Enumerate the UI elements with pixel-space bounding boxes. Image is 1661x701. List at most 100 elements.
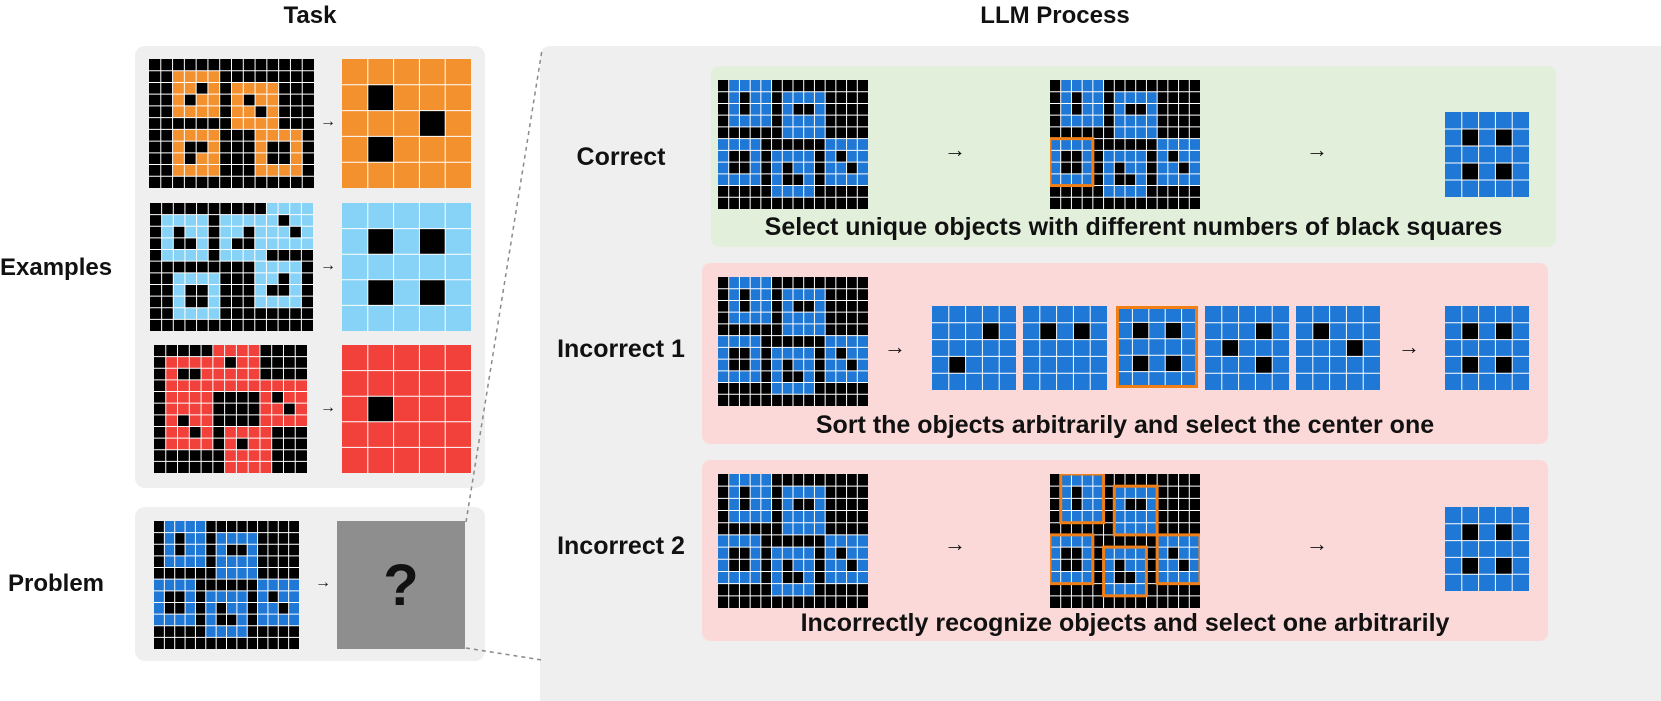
- incorrect-1-object-d: [1205, 306, 1289, 390]
- black-cell: [782, 162, 793, 174]
- grid-background: [342, 345, 471, 473]
- correct-output-grid: [1445, 112, 1529, 197]
- black-cell: [173, 237, 185, 250]
- black-cell: [1071, 91, 1083, 104]
- black-cell: [1135, 498, 1147, 511]
- black-cell: [243, 226, 255, 238]
- black-cell: [846, 162, 858, 174]
- black-cell: [243, 237, 255, 250]
- black-cell: [739, 150, 751, 163]
- black-cell: [728, 162, 740, 174]
- black-cell: [266, 141, 279, 153]
- black-cell: [189, 368, 202, 380]
- correct-input-grid: [718, 80, 868, 209]
- black-cell: [184, 284, 197, 297]
- black-cell: [782, 359, 793, 371]
- black-cell: [1071, 103, 1083, 116]
- black-cell: [278, 272, 290, 285]
- black-cell: [739, 547, 751, 560]
- correct-highlight-grid: [1050, 80, 1200, 209]
- black-cell: [1461, 129, 1479, 146]
- grid-background: [1023, 306, 1107, 390]
- black-cell: [782, 173, 793, 186]
- black-cell: [196, 82, 208, 95]
- black-cell: [982, 322, 1000, 340]
- black-cell: [289, 226, 302, 238]
- black-cell: [1060, 547, 1072, 560]
- black-cell: [1461, 322, 1479, 340]
- black-cell: [189, 426, 202, 439]
- black-cell: [739, 359, 751, 371]
- problem-answer-placeholder: ?: [337, 521, 465, 649]
- black-cell: [739, 486, 751, 499]
- black-cell: [177, 414, 190, 427]
- black-cell: [1495, 356, 1513, 374]
- black-cell: [782, 559, 793, 572]
- highlight-frame: [1050, 137, 1095, 188]
- black-cell: [728, 559, 740, 572]
- black-cell: [278, 141, 291, 153]
- black-cell: [739, 347, 751, 360]
- right-arrow-icon: →: [944, 137, 966, 162]
- grid-background: [1445, 306, 1529, 390]
- black-cell: [226, 544, 237, 556]
- highlight-frame: [1059, 474, 1106, 525]
- black-cell: [1060, 162, 1072, 174]
- black-cell: [1495, 129, 1513, 146]
- black-cell: [793, 370, 804, 383]
- black-cell: [174, 602, 186, 615]
- black-cell: [1132, 322, 1149, 339]
- right-arrow-icon: →: [315, 574, 331, 591]
- black-cell: [174, 590, 186, 603]
- black-cell: [367, 228, 394, 255]
- black-cell: [177, 368, 190, 380]
- black-cell: [174, 532, 186, 545]
- black-cell: [226, 614, 237, 626]
- black-cell: [1165, 322, 1182, 339]
- highlight-frame: [1102, 545, 1148, 598]
- grid-background: [1296, 306, 1380, 390]
- grid-background: [932, 306, 1016, 390]
- row-caption-correct: Select unique objects with different num…: [764, 213, 1503, 241]
- black-cell: [1060, 150, 1072, 163]
- black-cell: [1060, 559, 1072, 572]
- right-arrow-icon: →: [884, 334, 906, 359]
- black-cell: [739, 288, 751, 301]
- black-cell: [728, 359, 740, 371]
- black-cell: [266, 284, 279, 297]
- black-cell: [1255, 322, 1273, 340]
- black-cell: [739, 498, 751, 511]
- black-cell: [948, 356, 966, 374]
- black-cell: [419, 110, 446, 137]
- problem-input-grid: [154, 521, 299, 649]
- black-cell: [835, 347, 847, 360]
- black-cell: [1495, 163, 1513, 180]
- black-cell: [224, 356, 237, 369]
- black-cell: [1071, 486, 1083, 499]
- highlight-frame: [1112, 484, 1159, 537]
- row-label-incorrect-2: Incorrect 2: [557, 532, 685, 560]
- right-arrow-icon: →: [320, 113, 336, 130]
- black-cell: [782, 370, 793, 383]
- incorrect-1-object-a: [932, 306, 1016, 390]
- examples-label: Examples: [0, 254, 113, 281]
- black-cell: [739, 300, 751, 313]
- black-cell: [728, 150, 740, 163]
- highlight-frame: [1050, 533, 1095, 586]
- black-cell: [164, 602, 175, 615]
- black-cell: [278, 284, 290, 297]
- black-cell: [231, 237, 244, 250]
- black-cell: [173, 226, 185, 238]
- black-cell: [419, 228, 446, 255]
- black-cell: [1125, 498, 1136, 511]
- highlight-frame: [1155, 533, 1200, 586]
- black-cell: [1073, 322, 1091, 340]
- right-arrow-icon: →: [1306, 531, 1328, 556]
- black-cell: [278, 214, 290, 227]
- incorrect-2-output-grid: [1445, 507, 1529, 591]
- black-cell: [1071, 162, 1083, 174]
- example-2-input-grid: [150, 203, 313, 331]
- black-cell: [278, 602, 289, 615]
- black-cell: [196, 296, 209, 308]
- black-cell: [1125, 103, 1136, 116]
